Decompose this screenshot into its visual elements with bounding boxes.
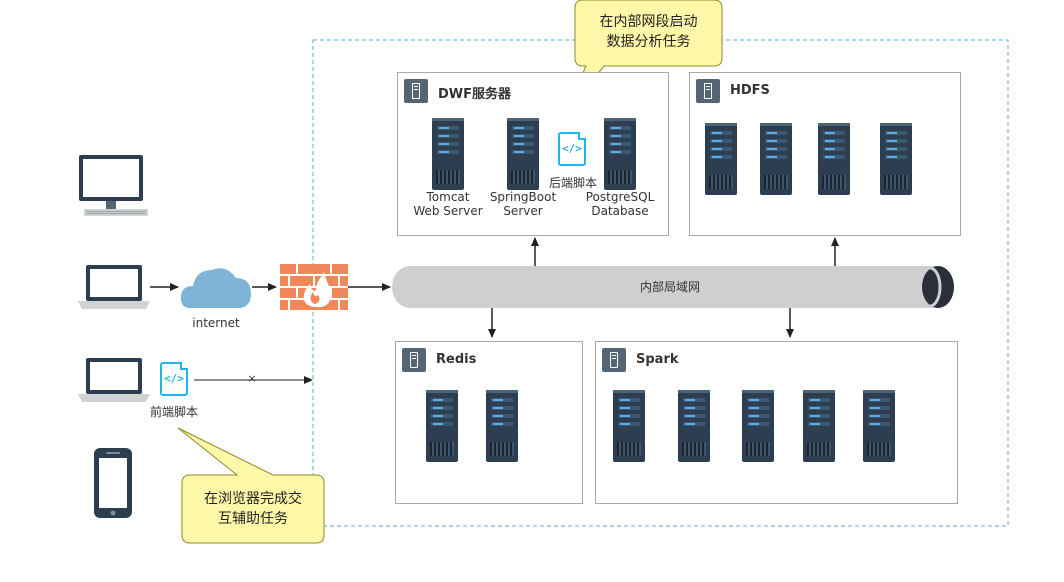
blocked-mark: × [247, 372, 257, 385]
backend-script-label: 后端脚本 [548, 176, 597, 190]
postgresql-server-icon [604, 118, 636, 190]
hdfs-server-icon [760, 123, 792, 195]
callout-top-line-1: 在内部网段启动 [599, 14, 698, 30]
spark-title: Spark [636, 352, 679, 367]
spark-server-icon [803, 390, 835, 462]
springboot-label-line-2: Server [503, 204, 543, 218]
springboot-label-line-1: SpringBoot [489, 190, 557, 204]
hdfs-server-icon [880, 123, 912, 195]
callout-top-line-2: 数据分析任务 [606, 34, 691, 50]
lan-label: 内部局域网 [639, 280, 700, 294]
server-icon [404, 79, 428, 103]
cloud-icon [180, 268, 252, 308]
tomcat-label-line-2: Web Server [413, 204, 483, 218]
laptop-icon [78, 358, 150, 402]
firewall-icon [280, 264, 348, 310]
frontend-script-label: 前端脚本 [149, 405, 198, 419]
callout-bottom-text: 在浏览器完成交 互辅助任务 [182, 489, 324, 529]
postgresql-label-line-2: Database [591, 204, 649, 218]
desktop-icon [79, 155, 148, 216]
tomcat-label: Tomcat Web Server [408, 190, 488, 218]
hdfs-title: HDFS [730, 83, 770, 98]
callout-bottom-line-2: 互辅助任务 [218, 511, 288, 527]
script-icon: </> [160, 362, 188, 396]
spark-server-icon [613, 390, 645, 462]
server-icon [602, 348, 626, 372]
internet-label: internet [192, 316, 240, 330]
redis-title: Redis [436, 352, 477, 367]
spark-box: Spark [595, 341, 958, 504]
server-icon [402, 348, 426, 372]
spark-server-icon [742, 390, 774, 462]
hdfs-server-icon [818, 123, 850, 195]
redis-server-icon [486, 390, 518, 462]
server-icon [696, 79, 720, 103]
laptop-icon [78, 265, 150, 309]
tomcat-server-icon [432, 118, 464, 190]
phone-icon [94, 448, 132, 518]
postgresql-label-line-1: PostgreSQL [585, 190, 655, 204]
redis-server-icon [426, 390, 458, 462]
postgresql-label: PostgreSQL Database [580, 190, 660, 218]
springboot-server-icon [507, 118, 539, 190]
spark-server-icon [678, 390, 710, 462]
lan-pipe [392, 266, 954, 308]
hdfs-server-icon [705, 123, 737, 195]
internal-network-boundary [312, 39, 1009, 527]
dwf-title: DWF服务器 [438, 87, 512, 102]
springboot-label: SpringBoot Server [483, 190, 563, 218]
callout-bottom-line-1: 在浏览器完成交 [204, 491, 302, 507]
callout-bottom-bubble [177, 427, 325, 544]
tomcat-label-line-1: Tomcat [426, 190, 470, 204]
spark-server-icon [863, 390, 895, 462]
callout-top-text: 在内部网段启动 数据分析任务 [575, 12, 722, 52]
script-icon: </> [558, 132, 586, 166]
